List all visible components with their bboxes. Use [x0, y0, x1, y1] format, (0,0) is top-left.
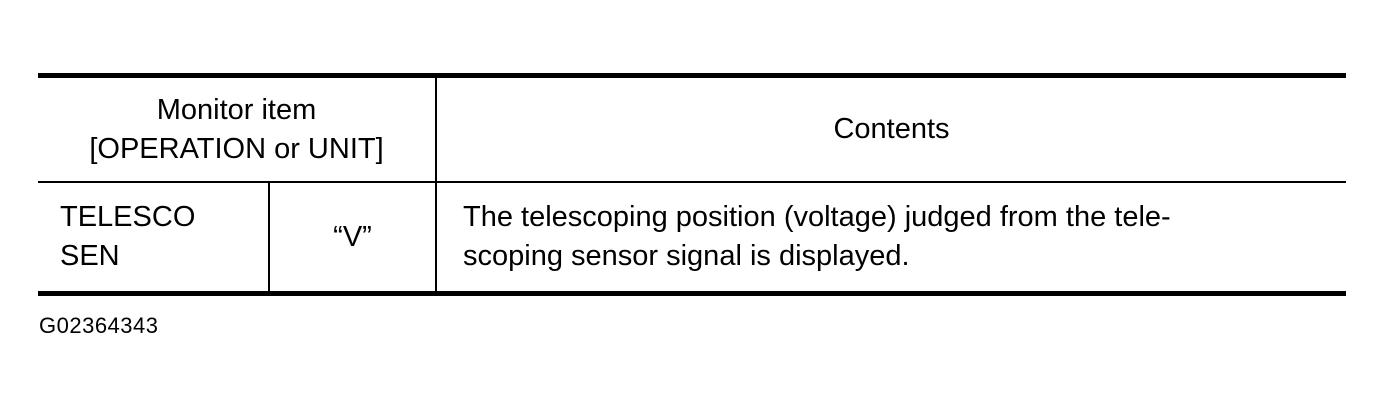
header-monitor-item-line2: [OPERATION or UNIT] — [89, 132, 384, 165]
figure-id: G02364343 — [39, 313, 159, 338]
cell-unit: “V” — [270, 183, 437, 291]
header-monitor-item-line1: Monitor item — [156, 93, 317, 126]
table-header-row: Monitor item [OPERATION or UNIT] Content… — [38, 78, 1346, 183]
cell-contents: The telescoping position (voltage) judge… — [437, 183, 1346, 291]
header-monitor-item: Monitor item [OPERATION or UNIT] — [38, 78, 437, 181]
header-contents: Contents — [833, 113, 950, 145]
contents-line1: The telescoping position (voltage) judge… — [463, 201, 1171, 233]
contents-line2: scoping sensor signal is displayed. — [463, 240, 910, 272]
table-row: TELESCO SEN “V” The telescoping position… — [38, 183, 1346, 291]
cell-monitor-item-name: TELESCO SEN — [38, 183, 270, 291]
monitor-item-name-line2: SEN — [60, 240, 120, 272]
monitor-item-table: Monitor item [OPERATION or UNIT] Content… — [38, 73, 1346, 296]
monitor-item-name-line1: TELESCO — [60, 201, 196, 233]
